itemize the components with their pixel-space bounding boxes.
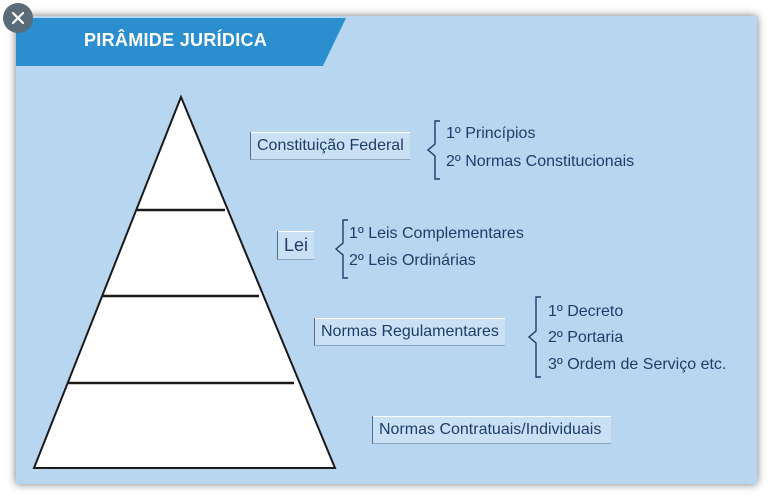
level-item: 1º Princípios [446, 125, 536, 142]
level-item: 3º Ordem de Serviço etc. [548, 356, 727, 373]
level-label-constituicao: Constituição Federal [250, 132, 410, 160]
level-label-normas-regulamentares: Normas Regulamentares [314, 318, 505, 346]
close-button[interactable] [3, 3, 33, 33]
brace-icon [334, 219, 348, 279]
level-item: 2º Leis Ordinárias [349, 252, 476, 269]
level-label-normas-contratuais: Normas Contratuais/Individuais [372, 416, 612, 444]
pyramid-outline [32, 94, 337, 469]
brace-icon [426, 120, 440, 180]
close-icon [11, 11, 25, 25]
page-title: PIRÂMIDE JURÍDICA [84, 30, 268, 50]
level-item: 1º Leis Complementares [349, 225, 524, 242]
diagram-frame: PIRÂMIDE JURÍDICA Constituição Federal 1… [16, 16, 757, 484]
level-item: 1º Decreto [548, 303, 624, 320]
brace-icon [527, 296, 541, 378]
pyramid [32, 94, 337, 469]
level-item: 2º Normas Constitucionais [446, 153, 635, 170]
level-label-lei: Lei [277, 231, 315, 260]
level-item: 2º Portaria [548, 329, 624, 346]
title-banner [16, 18, 346, 66]
